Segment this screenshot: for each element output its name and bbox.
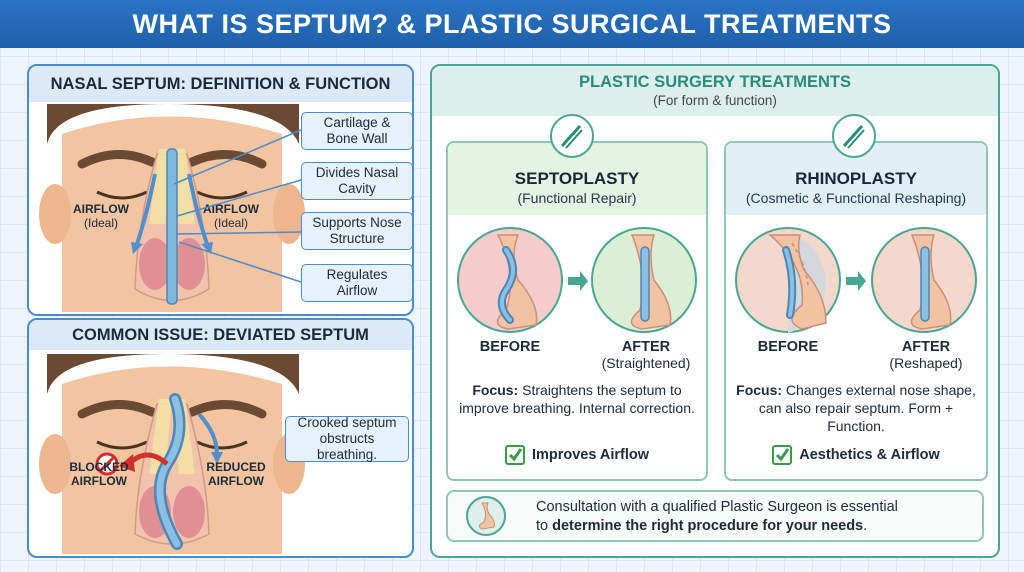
septoplasty-title: SEPTOPLASTY	[514, 169, 640, 188]
consultation-line-1: Consultation with a qualified Plastic Su…	[536, 499, 898, 515]
nose-icon	[466, 496, 506, 536]
treatments-header: PLASTIC SURGERY TREATMENTS (For form & f…	[432, 66, 998, 116]
scalpel-icon	[550, 114, 594, 158]
page-title: WHAT IS SEPTUM? & PLASTIC SURGICAL TREAT…	[132, 8, 892, 39]
callout-divides-nasal-cavity: Divides Nasal Cavity	[301, 162, 412, 200]
rhinoplasty-benefit: Aesthetics & Airflow	[726, 445, 986, 465]
face-deviated-illustration	[37, 354, 307, 554]
consultation-text: Consultation with a qualified Plastic Su…	[536, 498, 898, 536]
treatments-panel: PLASTIC SURGERY TREATMENTS (For form & f…	[430, 64, 1000, 558]
callout-cartilage-bone-wall: Cartilage & Bone Wall	[301, 112, 412, 150]
callout-crooked-septum: Crooked septum obstructs breathing.	[285, 415, 409, 462]
rhinoplasty-title: RHINOPLASTY	[795, 169, 917, 188]
treatments-title: PLASTIC SURGERY TREATMENTS	[579, 73, 851, 91]
page-title-banner: WHAT IS SEPTUM? & PLASTIC SURGICAL TREAT…	[0, 0, 1024, 48]
check-icon	[504, 445, 525, 465]
rhinoplasty-subtitle: (Cosmetic & Functional Reshaping)	[745, 190, 967, 206]
check-icon	[772, 445, 793, 465]
septoplasty-benefit: Improves Airflow	[448, 445, 706, 465]
blocked-airflow-label: BLOCKED AIRFLOW	[69, 460, 129, 488]
septoplasty-before-after-diagram	[457, 227, 697, 333]
septum-definition-header: NASAL SEPTUM: DEFINITION & FUNCTION	[29, 66, 412, 102]
septoplasty-card: SEPTOPLASTY (Functional Repair) BEFORE A…	[446, 141, 708, 481]
septum-definition-title: NASAL SEPTUM: DEFINITION & FUNCTION	[50, 74, 391, 93]
deviated-septum-header: COMMON ISSUE: DEVIATED SEPTUM	[29, 320, 412, 350]
scalpel-icon	[832, 114, 876, 158]
septum-definition-panel: NASAL SEPTUM: DEFINITION & FUNCTION AIR	[27, 64, 414, 316]
septoplasty-subtitle: (Functional Repair)	[517, 190, 637, 206]
callout-supports-nose-structure: Supports Nose Structure	[301, 212, 412, 250]
rhinoplasty-card: RHINOPLASTY (Cosmetic & Functional Resha…	[724, 141, 988, 481]
treatments-subtitle: (For form & function)	[653, 93, 777, 108]
reduced-airflow-label: REDUCED AIRFLOW	[206, 460, 266, 488]
rhinoplasty-before-after-diagram	[735, 227, 977, 333]
septoplasty-focus: Focus: Straightens the septum to improve…	[459, 382, 695, 416]
septoplasty-after-label: AFTER (Straightened)	[601, 339, 691, 371]
septoplasty-before-label: BEFORE	[479, 339, 541, 355]
consultation-bar: Consultation with a qualified Plastic Su…	[446, 490, 984, 542]
rhinoplasty-after-label: AFTER (Reshaped)	[889, 339, 963, 371]
rhinoplasty-focus: Focus: Changes external nose shape, can …	[736, 382, 976, 434]
airflow-right-label: AIRFLOW (Ideal)	[203, 202, 259, 230]
callout-regulates-airflow: Regulates Airflow	[301, 264, 412, 302]
consultation-line-2: to determine the right procedure for you…	[536, 518, 868, 534]
airflow-left-label: AIRFLOW (Ideal)	[73, 202, 129, 230]
deviated-septum-title: COMMON ISSUE: DEVIATED SEPTUM	[72, 325, 369, 344]
deviated-septum-panel: COMMON ISSUE: DEVIATED SEPTUM BLOCKED AI…	[27, 318, 414, 558]
rhinoplasty-before-label: BEFORE	[757, 339, 819, 355]
